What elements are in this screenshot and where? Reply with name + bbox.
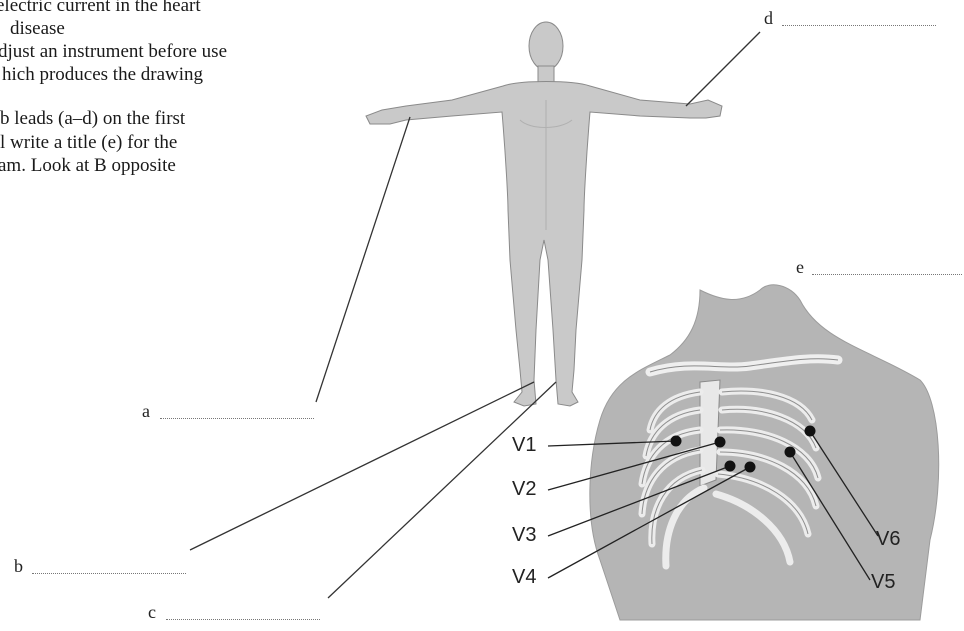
label-c: c [148, 602, 156, 623]
answer-blank-d[interactable] [782, 25, 936, 26]
electrode-v5 [785, 447, 796, 458]
label-b: b [14, 556, 23, 577]
label-d: d [764, 8, 773, 29]
leader-line-d [686, 32, 760, 106]
electrode-label-v5: V5 [871, 571, 895, 594]
body-figure [366, 22, 722, 406]
electrode-v2 [715, 437, 726, 448]
answer-blank-b[interactable] [32, 573, 186, 574]
answer-blank-c[interactable] [166, 619, 320, 620]
electrode-label-v6: V6 [876, 528, 900, 551]
label-e: e [796, 257, 804, 278]
electrode-label-v3: V3 [512, 524, 536, 547]
electrode-v1 [671, 436, 682, 447]
chest-illustration [590, 285, 939, 620]
electrode-v4 [745, 462, 756, 473]
answer-blank-e[interactable] [812, 274, 962, 275]
electrode-v3 [725, 461, 736, 472]
leader-line-b [190, 382, 534, 550]
electrode-label-v1: V1 [512, 434, 536, 457]
electrode-v6 [805, 426, 816, 437]
leader-line-a [316, 117, 410, 402]
answer-blank-a[interactable] [160, 418, 314, 419]
label-a: a [142, 401, 150, 422]
electrode-label-v4: V4 [512, 566, 536, 589]
electrode-label-v2: V2 [512, 478, 536, 501]
